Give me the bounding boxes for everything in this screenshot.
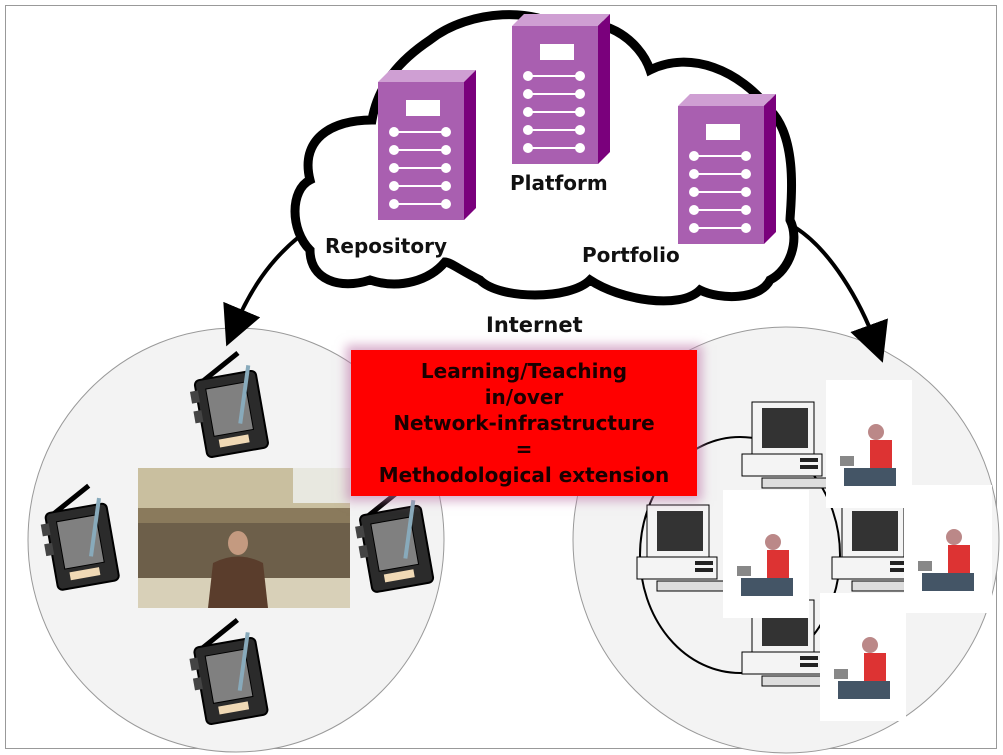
learner-photo bbox=[723, 490, 809, 618]
box-line: in/over bbox=[484, 385, 564, 409]
platform-server-icon bbox=[511, 13, 611, 165]
internet-label: Internet bbox=[486, 313, 583, 337]
portfolio-server-icon bbox=[677, 93, 777, 245]
box-line: Methodological extension bbox=[378, 463, 670, 487]
methodology-box: Learning/Teaching in/over Network-infras… bbox=[351, 350, 697, 496]
box-line: Network-infrastructure bbox=[393, 411, 655, 435]
box-line: Learning/Teaching bbox=[420, 359, 628, 383]
box-line: = bbox=[515, 437, 533, 461]
learner-photo bbox=[826, 380, 912, 508]
portfolio-label: Portfolio bbox=[582, 243, 680, 267]
learner-photo bbox=[904, 485, 992, 613]
repository-label: Repository bbox=[325, 234, 447, 258]
classroom-photo bbox=[138, 468, 350, 608]
repository-server-icon bbox=[377, 69, 477, 221]
platform-label: Platform bbox=[510, 171, 608, 195]
arrow-to-network bbox=[794, 226, 888, 363]
diagram-frame bbox=[5, 5, 997, 749]
learner-photo bbox=[820, 593, 906, 721]
arrow-to-classroom bbox=[223, 234, 302, 347]
network-ring bbox=[639, 436, 841, 674]
